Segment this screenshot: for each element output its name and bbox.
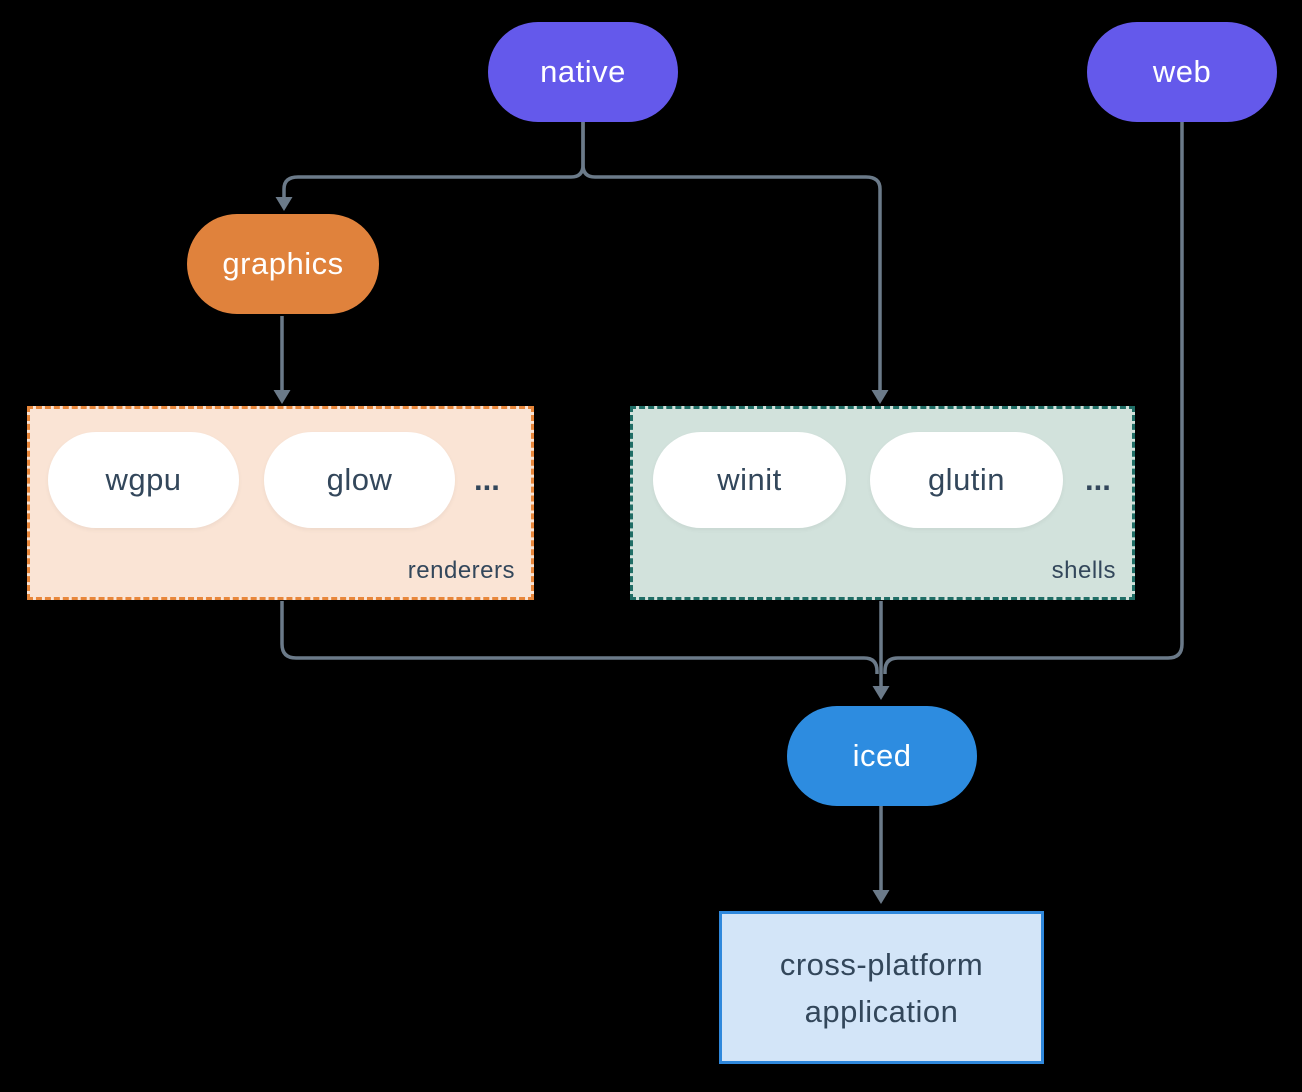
application-label-line1: cross-platform	[779, 946, 984, 982]
arrow-web-to-iced	[883, 122, 1184, 674]
renderers-ellipsis: ...	[474, 462, 500, 497]
arrow-native-to-graphics	[275, 122, 585, 211]
node-web-label: web	[1152, 54, 1212, 89]
group-shells: winit glutin ... shells	[630, 406, 1135, 600]
node-wgpu: wgpu	[48, 432, 239, 528]
node-winit-label: winit	[717, 462, 782, 497]
node-winit: winit	[653, 432, 846, 528]
shells-ellipsis: ...	[1085, 462, 1111, 497]
renderers-group-label: renderers	[407, 557, 515, 584]
arrow-renderers-to-iced	[280, 601, 879, 674]
node-iced: iced	[787, 706, 977, 806]
node-glow: glow	[264, 432, 455, 528]
arrow-iced-to-application	[872, 806, 890, 904]
node-iced-label: iced	[852, 738, 912, 773]
node-glow-label: glow	[326, 462, 393, 497]
node-glutin-label: glutin	[927, 462, 1006, 497]
node-graphics-label: graphics	[222, 246, 344, 281]
group-renderers: wgpu glow ... renderers	[27, 406, 534, 600]
shells-group-label: shells	[1051, 557, 1116, 584]
node-glutin: glutin	[870, 432, 1063, 528]
node-native-label: native	[540, 54, 626, 89]
arrow-graphics-to-renderers	[273, 316, 291, 404]
node-wgpu-label: wgpu	[105, 462, 182, 497]
node-native: native	[488, 22, 678, 122]
node-web: web	[1087, 22, 1277, 122]
arrow-shells-to-iced	[872, 601, 890, 700]
application-label-line2: application	[804, 993, 959, 1029]
node-graphics: graphics	[187, 214, 379, 314]
node-cross-platform-application: cross-platform application	[719, 911, 1044, 1064]
arrow-native-to-shells	[581, 122, 889, 404]
